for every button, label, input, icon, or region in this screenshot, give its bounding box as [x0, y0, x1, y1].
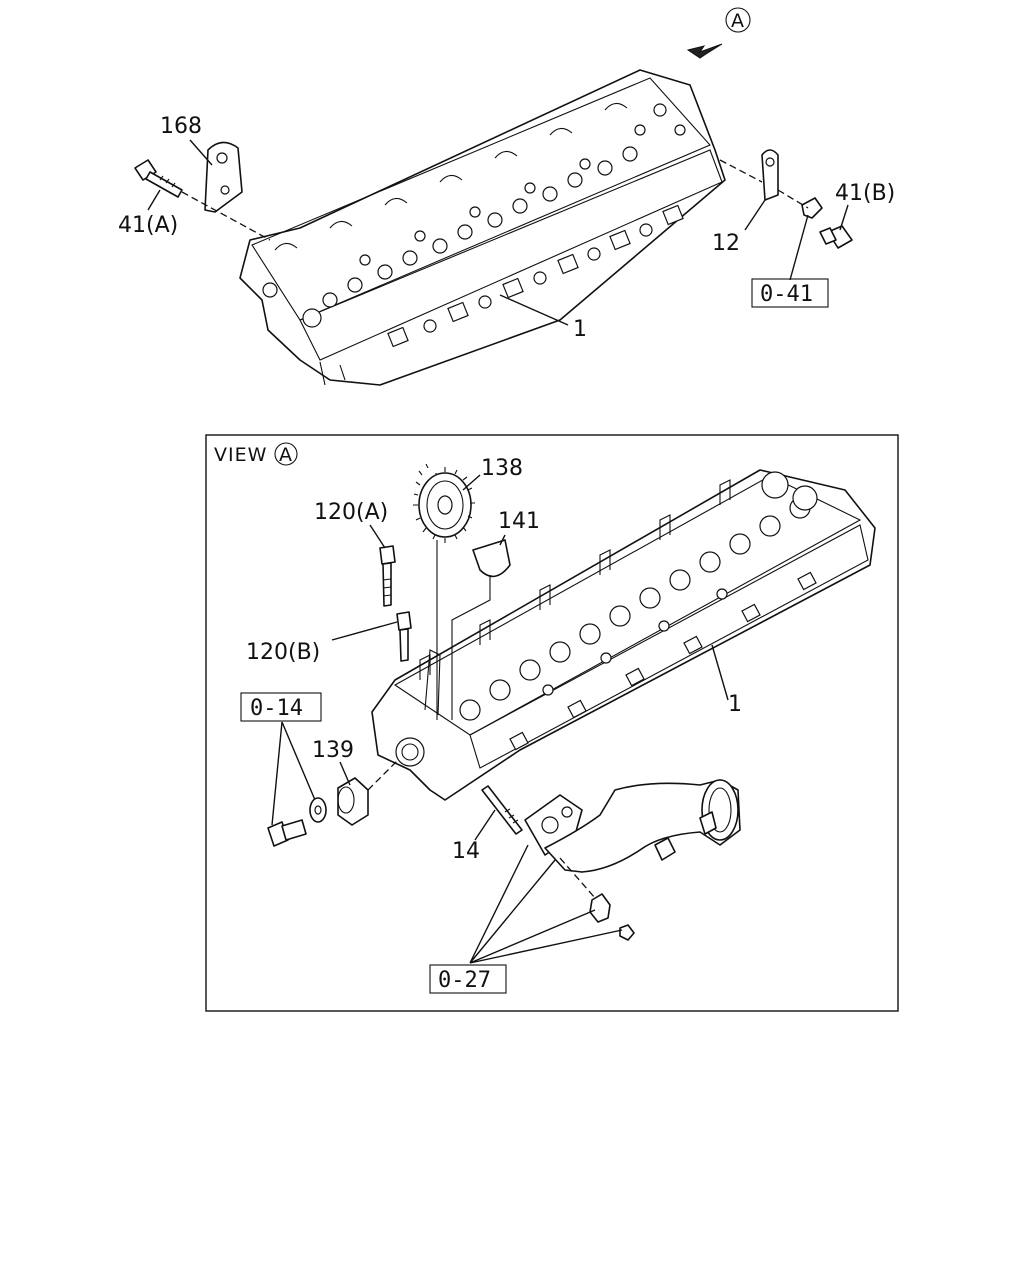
label-1-top: 1	[573, 317, 587, 342]
ref-box-0-14: 0-14	[240, 692, 322, 722]
view-a-frame	[205, 434, 899, 1012]
view-marker-letter: A	[731, 10, 745, 32]
part-12-bracket	[761, 149, 779, 201]
label-1-view: 1	[728, 692, 742, 717]
label-141: 141	[498, 509, 540, 534]
svg-text:0-27: 0-27	[438, 968, 491, 993]
label-41a: 41(A)	[118, 213, 178, 238]
part-41b-clip-bolt	[801, 197, 853, 249]
direction-arrow-icon	[686, 43, 723, 59]
ref-box-0-27: 0-27	[429, 964, 507, 994]
label-14: 14	[452, 839, 480, 864]
view-a-title: VIEW A	[214, 442, 298, 466]
cylinder-head-view	[371, 469, 876, 801]
label-12: 12	[712, 231, 740, 256]
part-139-plug	[337, 777, 369, 826]
label-168: 168	[160, 114, 202, 139]
part-141-key	[472, 539, 511, 578]
view-a-title-letter: A	[279, 444, 293, 466]
part-0-14-bolt	[267, 819, 307, 847]
part-0-27-clip	[619, 924, 635, 941]
svg-text:0-41: 0-41	[760, 282, 813, 307]
part-138-gear	[413, 463, 475, 543]
label-120a: 120(A)	[314, 500, 388, 525]
part-120a-bolt	[379, 545, 396, 607]
label-139: 139	[312, 738, 354, 763]
part-168-bracket	[204, 141, 243, 213]
label-138: 138	[481, 456, 523, 481]
view-a-arrow-marker: A	[686, 7, 751, 59]
svg-text:VIEW: VIEW	[214, 444, 267, 466]
label-120b: 120(B)	[246, 640, 320, 665]
part-0-27-sleeve	[589, 893, 611, 923]
outlet-pipe-with-gasket	[524, 779, 741, 873]
part-0-14-washer	[309, 797, 327, 823]
ref-box-0-41: 0-41	[751, 278, 829, 308]
part-14-stud	[481, 785, 523, 835]
label-41b: 41(B)	[835, 181, 895, 206]
part-41a-bolt	[134, 159, 183, 198]
svg-text:0-14: 0-14	[250, 696, 303, 721]
cylinder-head-top	[239, 69, 726, 386]
part-120b-bolt	[396, 611, 412, 662]
